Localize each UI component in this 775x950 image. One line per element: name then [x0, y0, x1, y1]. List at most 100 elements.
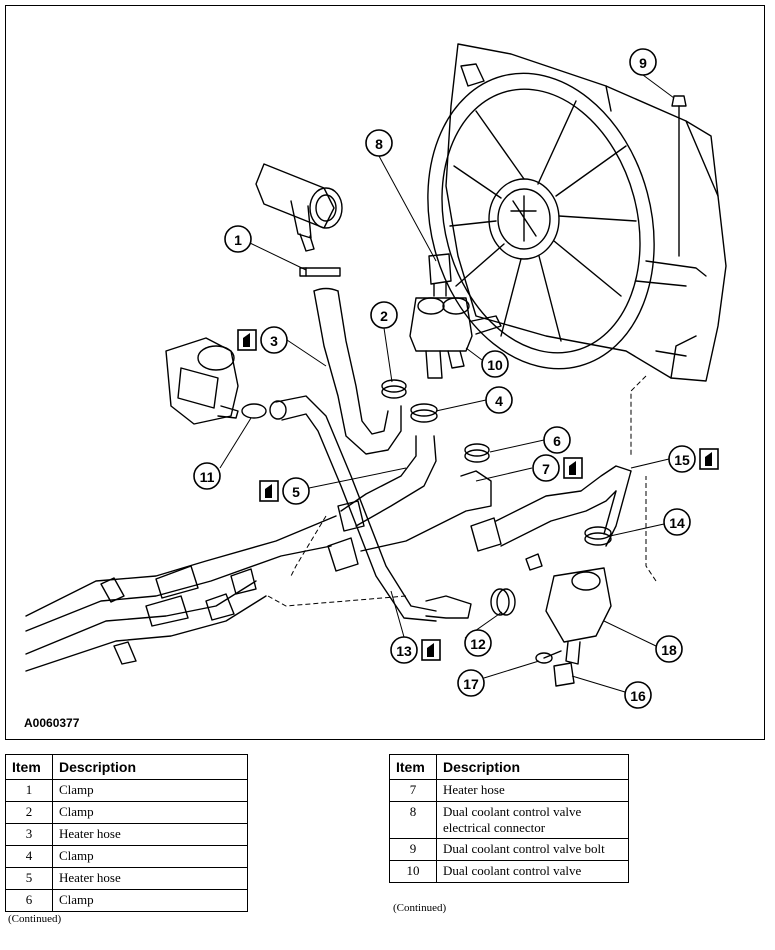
quick-connect-fittings: [327, 500, 502, 572]
routing-lines: [267, 375, 657, 607]
callout-number: 12: [470, 636, 486, 652]
item-column-header: Item: [389, 754, 437, 780]
callout-number: 18: [661, 642, 677, 658]
callout-number: 8: [375, 136, 383, 152]
note-icon: [699, 448, 719, 470]
callout-3: 3: [237, 326, 288, 354]
callout-13: 13: [390, 636, 441, 664]
clamp-6: [464, 443, 490, 463]
heater-hose-7: [340, 435, 492, 552]
callout-1: 1: [224, 225, 252, 253]
callout-number: 7: [542, 461, 550, 477]
callout-number: 17: [463, 676, 479, 692]
callout-circle: [464, 629, 492, 657]
item-description: Heater hose: [52, 867, 248, 890]
clamp-14: [584, 526, 612, 546]
callout-6: 6: [543, 426, 571, 454]
item-number: 8: [389, 801, 437, 839]
callout-circle: [224, 225, 252, 253]
callout-number: 16: [630, 688, 646, 704]
callout-number: 11: [200, 469, 215, 485]
fastener-17: [535, 650, 562, 664]
callout-16: 16: [624, 681, 652, 709]
callout-8: 8: [365, 129, 393, 157]
continued-note-left: (Continued): [8, 913, 62, 925]
note-icon: [237, 329, 257, 351]
heater-hose-5: [275, 395, 437, 622]
item-description: Clamp: [52, 801, 248, 824]
callout-circle: [390, 636, 418, 664]
item-description: Clamp: [52, 779, 248, 802]
tee-fitting: [255, 163, 343, 252]
valve-connector: [428, 253, 452, 297]
callout-11: 11: [193, 462, 221, 490]
item-description: Heater hose: [52, 823, 248, 846]
item-number: 2: [5, 801, 53, 824]
callout-9: 9: [629, 48, 657, 76]
callout-12: 12: [464, 629, 492, 657]
connector-16: [553, 662, 575, 687]
clamp-4: [410, 403, 438, 423]
item-number: 5: [5, 867, 53, 890]
callout-number: 3: [270, 333, 278, 349]
clamp-2: [381, 379, 407, 399]
callout-circle: [629, 48, 657, 76]
callout-5: 5: [259, 477, 310, 505]
callout-circle: [624, 681, 652, 709]
item-number: 3: [5, 823, 53, 846]
item-description: Dual coolant control valve: [436, 860, 629, 883]
callout-number: 9: [639, 55, 647, 71]
callout-number: 14: [669, 515, 685, 531]
heater-tube-bundle: [25, 515, 337, 672]
item-number: 7: [389, 779, 437, 802]
callout-circle: [655, 635, 683, 663]
item-description: Dual coolant control valve electrical co…: [436, 801, 629, 839]
heater-hose-3: [313, 287, 402, 455]
callout-18: 18: [655, 635, 683, 663]
callout-circle: [457, 669, 485, 697]
callout-circle: [260, 326, 288, 354]
clamp-12: [490, 588, 516, 616]
item-description: Heater hose: [436, 779, 629, 802]
item-description: Clamp: [52, 845, 248, 868]
item-number: 9: [389, 838, 437, 861]
figure-id: A0060377: [24, 716, 80, 730]
water-outlet-housing: [165, 337, 239, 425]
clamp-1: [299, 267, 341, 277]
item-number: 4: [5, 845, 53, 868]
callout-2: 2: [370, 301, 398, 329]
note-icon: [563, 457, 583, 479]
table-header-row: Item Description: [389, 754, 629, 780]
callout-7: 7: [532, 454, 583, 482]
callout-10: 10: [481, 350, 509, 378]
table-header-row: Item Description: [5, 754, 248, 780]
callout-circle: [365, 129, 393, 157]
callout-number: 13: [396, 643, 412, 659]
clamp-11: [241, 400, 287, 420]
note-icon: [421, 639, 441, 661]
leader-lines: [219, 74, 675, 693]
description-column-header: Description: [52, 754, 248, 780]
item-number: 6: [5, 889, 53, 912]
description-column-header: Description: [436, 754, 629, 780]
callout-number: 2: [380, 308, 388, 324]
valve-bolt: [671, 95, 687, 257]
callout-circle: [485, 386, 513, 414]
auxiliary-valve-assembly: [525, 553, 612, 665]
item-number: 10: [389, 860, 437, 883]
callout-number: 6: [553, 433, 561, 449]
callout-4: 4: [485, 386, 513, 414]
callout-number: 15: [674, 452, 690, 468]
